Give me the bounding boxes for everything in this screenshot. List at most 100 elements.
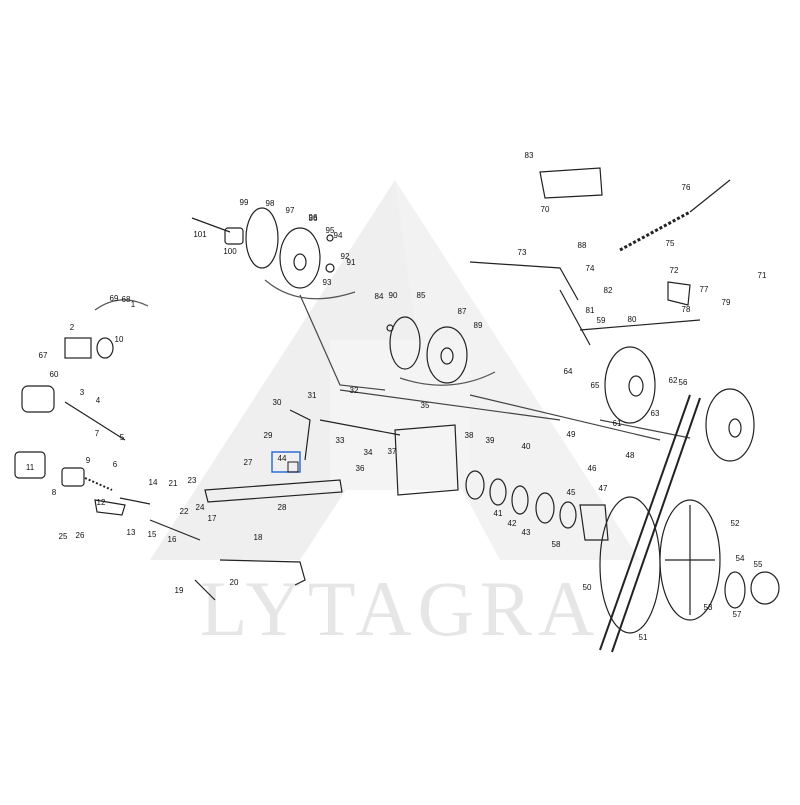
callout-51: 51 — [639, 633, 648, 642]
arrow-line-3 — [469, 394, 661, 441]
shaft-4 — [64, 401, 126, 441]
callout-59: 59 — [597, 316, 606, 325]
pin-19 — [194, 579, 216, 601]
callout-40: 40 — [522, 442, 531, 451]
callout-95: 95 — [326, 226, 335, 235]
rod-73 — [469, 261, 579, 301]
variator-pulley-assembly — [599, 496, 780, 634]
bracket-12 — [94, 499, 126, 516]
callout-83: 83 — [525, 151, 534, 160]
callout-61: 61 — [613, 419, 622, 428]
callout-67: 67 — [39, 351, 48, 360]
bracket-70 — [539, 167, 603, 199]
callout-32: 32 — [350, 386, 359, 395]
motor-60 — [21, 385, 55, 413]
callout-85: 85 — [417, 291, 426, 300]
bearing-stack — [465, 470, 609, 541]
arm-30 — [289, 409, 311, 461]
callout-22: 22 — [180, 507, 189, 516]
part-43 — [535, 492, 555, 524]
callout-9: 9 — [86, 456, 91, 465]
callout-15: 15 — [148, 530, 157, 539]
direction-arrows — [299, 294, 691, 441]
callout-14: 14 — [149, 478, 158, 487]
bolt-101 — [191, 217, 231, 233]
callout-30: 30 — [273, 398, 282, 407]
pulley-48 — [705, 388, 755, 462]
callout-82: 82 — [604, 286, 613, 295]
callout-6: 6 — [113, 460, 118, 469]
callout-90: 90 — [389, 291, 398, 300]
callout-58: 58 — [552, 540, 561, 549]
pulley-61-hub — [628, 375, 644, 397]
callout-100: 100 — [223, 247, 237, 256]
callout-37: 37 — [388, 447, 397, 456]
highlight-box-part-44 — [271, 451, 301, 473]
callout-50: 50 — [583, 583, 592, 592]
callout-74: 74 — [586, 264, 595, 273]
lever-16 — [149, 519, 201, 541]
callout-87: 87 — [458, 307, 467, 316]
callout-33: 33 — [336, 436, 345, 445]
pulley-61 — [604, 346, 656, 424]
washer-90 — [386, 324, 394, 332]
callout-41: 41 — [494, 509, 503, 518]
part-8 — [61, 467, 85, 487]
pulley-48-hub — [728, 418, 742, 438]
part-42 — [511, 485, 529, 515]
drawing-lines — [14, 167, 780, 653]
callout-94: 94 — [334, 231, 343, 240]
callout-24: 24 — [196, 503, 205, 512]
callout-57: 57 — [733, 610, 742, 619]
bar-33 — [319, 419, 401, 436]
pulley-87-hub — [440, 347, 454, 365]
callout-99: 99 — [240, 198, 249, 207]
callout-13: 13 — [127, 528, 136, 537]
cable-76 — [689, 179, 731, 213]
callout-42: 42 — [508, 519, 517, 528]
callout-17: 17 — [208, 514, 217, 523]
watermark-bar — [330, 340, 470, 490]
top-right-linkage — [469, 167, 731, 346]
callout-16: 16 — [168, 535, 177, 544]
callout-8: 8 — [52, 488, 57, 497]
callout-71: 71 — [758, 271, 767, 280]
spring-75 — [619, 210, 691, 252]
callout-70: 70 — [541, 205, 550, 214]
pulley-86 — [279, 227, 321, 289]
callout-18: 18 — [254, 533, 263, 542]
callout-35: 35 — [421, 401, 430, 410]
bearing-57 — [724, 571, 746, 609]
middle-pulley-assembly — [386, 316, 468, 384]
callout-53: 53 — [704, 603, 713, 612]
callout-79: 79 — [722, 298, 731, 307]
callout-60: 60 — [50, 370, 59, 379]
callout-29: 29 — [264, 431, 273, 440]
part-44-bushing — [287, 461, 299, 473]
callout-23: 23 — [188, 476, 197, 485]
part-45 — [559, 501, 577, 529]
arrow-line-1 — [299, 294, 386, 391]
callout-5: 5 — [120, 433, 125, 442]
guide-arc-middle — [399, 371, 496, 386]
arm-18 — [219, 559, 306, 586]
callout-81: 81 — [586, 306, 595, 315]
callout-78: 78 — [682, 305, 691, 314]
washer-94 — [326, 234, 334, 242]
callout-101: 101 — [193, 230, 207, 239]
callout-86: 86 — [309, 214, 318, 223]
callout-72: 72 — [670, 266, 679, 275]
callout-4: 4 — [96, 396, 101, 405]
rod-14 — [119, 497, 151, 505]
callout-56: 56 — [679, 378, 688, 387]
bracket-2 — [64, 337, 92, 359]
callout-3: 3 — [80, 388, 85, 397]
callout-49: 49 — [567, 430, 576, 439]
callout-80: 80 — [628, 315, 637, 324]
callout-43: 43 — [522, 528, 531, 537]
callout-39: 39 — [486, 436, 495, 445]
callout-2: 2 — [70, 323, 75, 332]
frame-27 — [204, 479, 343, 503]
